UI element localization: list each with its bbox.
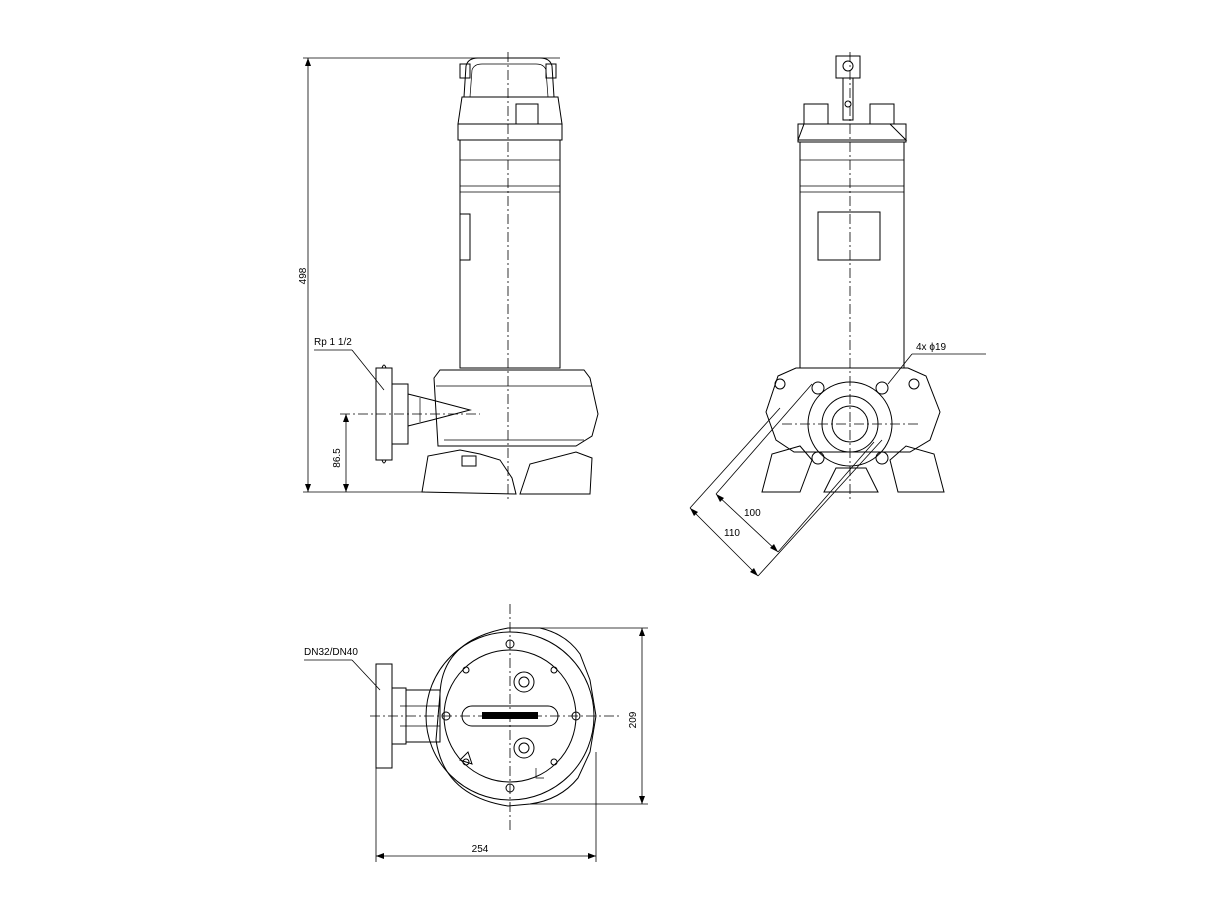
dimension-plan-length: 254	[375, 752, 597, 862]
dimension-arrowheads	[305, 58, 778, 859]
dimension-outlet-height: 86.5	[332, 414, 347, 492]
outlet-flange-callout: DN32/DN40	[304, 647, 381, 691]
mount-holes-label: 4x ϕ19	[916, 342, 947, 353]
outlet-height-label: 86.5	[332, 448, 343, 468]
plan-length-label: 254	[472, 844, 489, 855]
plan-width-label: 209	[628, 711, 639, 728]
dimension-overall-height: 498	[298, 57, 560, 493]
front-view: ​	[761, 55, 945, 493]
mount-holes-callout: 4x ϕ19	[887, 342, 986, 385]
outlet-thread-label: Rp 1 1/2	[314, 337, 352, 348]
dimension-plan-width: 209	[530, 627, 648, 805]
overall-height-label: 498	[298, 267, 309, 284]
dimension-bolt-span-outer: 110	[689, 407, 883, 577]
side-view	[375, 57, 599, 495]
outlet-thread-callout: Rp 1 1/2	[314, 337, 385, 391]
top-view	[375, 627, 597, 807]
dimension-bolt-span-inner: 100	[715, 383, 875, 553]
bolt-span-inner-label: 100	[744, 508, 761, 519]
outlet-flange-label: DN32/DN40	[304, 647, 358, 658]
bolt-span-outer-label: 110	[724, 528, 740, 539]
